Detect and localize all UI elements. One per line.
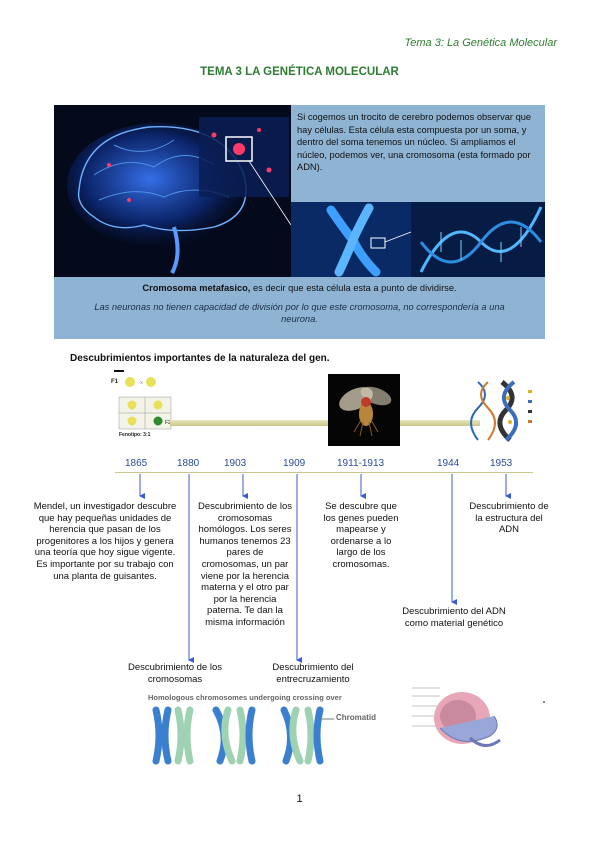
page-number: 1 — [296, 793, 303, 805]
event-1880: Descubrimiento de los cromosomas — [128, 662, 222, 685]
page-title: TEMA 3 LA GENÉTICA MOLECULAR — [200, 66, 399, 78]
metaphase-box: Cromosoma metafasico, es decir que esta … — [54, 277, 545, 339]
intro-text: Si cogemos un trocito de cerebro podemos… — [297, 112, 532, 172]
metaphase-term: Cromosoma metafasico, — [142, 283, 251, 293]
cell-nucleus-drawing — [412, 687, 545, 747]
metaphase-line: Cromosoma metafasico, es decir que esta … — [54, 283, 545, 293]
brain-image — [54, 105, 291, 277]
fruit-fly-drawing — [339, 386, 392, 437]
cell-nucleus-image — [410, 680, 550, 760]
punnett-f1-label: F1 — [111, 379, 119, 385]
dna-structure-drawing — [470, 380, 532, 442]
brain-illustration — [67, 117, 291, 274]
year-1903: 1903 — [224, 458, 247, 469]
fruit-fly-image — [328, 374, 400, 446]
year-1909: 1909 — [283, 458, 306, 469]
crossing-over-caption: Homologous chromosomes undergoing crossi… — [148, 693, 342, 702]
year-1911-1913: 1911-1913 — [337, 458, 385, 469]
year-1953: 1953 — [490, 458, 513, 469]
event-1953: Descubrimiento de la estructura del ADN — [469, 501, 549, 536]
metaphase-rest: es decir que esta célula esta a punto de… — [250, 283, 457, 293]
svg-text:x: x — [140, 380, 143, 386]
punnett-square-figure: F1 x F2 Fenotipo: 3:1 — [111, 370, 173, 440]
figure-mark — [114, 370, 124, 372]
event-1911-1913: Se descubre que los genes pueden mapears… — [323, 501, 399, 570]
chromosome-dna-image — [291, 202, 545, 277]
event-1903: Descubrimiento de los cromosomas homólog… — [198, 501, 292, 628]
chromosome-dna-illustration — [291, 202, 545, 277]
punnett-phenotype: Fenotipo: 3:1 — [119, 432, 151, 438]
crossing-over-drawing — [152, 706, 334, 765]
punnett-square-drawing: x — [118, 377, 172, 430]
chromatid-label: Chromatid — [336, 713, 376, 722]
timeline-bar — [170, 420, 480, 426]
timeline-axis — [115, 472, 533, 473]
punnett-f2-label: F2 — [165, 420, 171, 426]
running-header: Tema 3: La Genética Molecular — [404, 37, 557, 49]
event-1944: Descubrimiento del ADN como material gen… — [402, 606, 506, 629]
section-title: Descubrimientos importantes de la natura… — [70, 353, 330, 364]
intro-text-box: Si cogemos un trocito de cerebro podemos… — [291, 105, 545, 202]
neuron-note: Las neuronas no tienen capacidad de divi… — [94, 302, 505, 324]
event-1865: Mendel, un investigador descubre que hay… — [33, 501, 177, 582]
year-1865: 1865 — [125, 458, 148, 469]
year-1944: 1944 — [437, 458, 460, 469]
dna-structure-image — [470, 378, 548, 444]
year-1880: 1880 — [177, 458, 200, 469]
event-1909: Descubrimiento del entrecruzamiento — [272, 662, 354, 685]
